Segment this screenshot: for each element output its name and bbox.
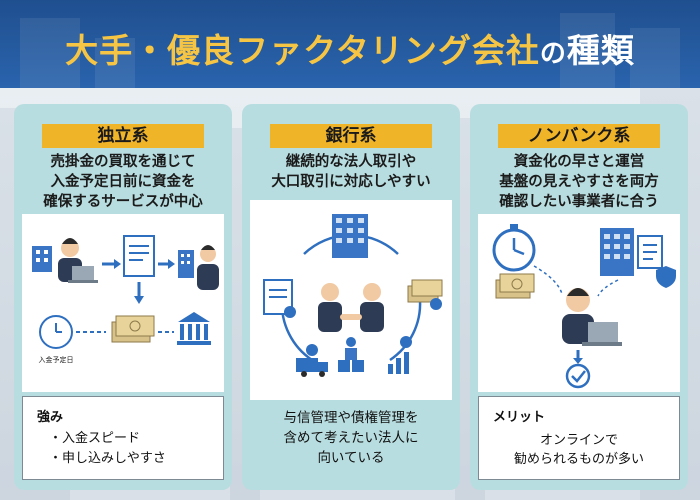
contract-icon	[263, 279, 296, 318]
staff-person-icon	[197, 245, 219, 290]
document-icon	[123, 235, 155, 277]
desc-line: 確認したい事業者に合う	[499, 194, 659, 210]
background-building	[560, 13, 615, 88]
card-description: 継続的な法人取引や 大口取引に対応しやすい	[248, 152, 454, 192]
card-description: 資金化の早さと運営 基盤の見えやすさを両方 確認したい事業者に合う	[476, 152, 682, 212]
check-circle-icon	[565, 363, 591, 389]
title-particle: の	[539, 39, 567, 69]
payment-date-label: 入金予定日	[39, 355, 74, 364]
card-bank: 銀行系 継続的な法人取引や 大口取引に対応しやすい	[242, 104, 460, 490]
desc-line: 資金化の早さと運営	[513, 154, 645, 170]
strengths-list: 入金スピード 申し込みしやすさ	[49, 429, 166, 469]
illustration-nonbank	[478, 214, 680, 392]
merits-text: オンラインで 勧められるものが多い	[479, 431, 679, 469]
background-building	[20, 18, 80, 88]
clock-icon	[39, 315, 73, 349]
thinking-person-icon	[562, 288, 594, 344]
shield-check-icon	[656, 266, 676, 288]
stopwatch-icon	[492, 224, 536, 272]
title-tail: 種類	[566, 31, 635, 70]
growth-chart-icon	[388, 336, 412, 374]
strengths-heading: 強み	[37, 410, 64, 425]
desc-line: 確保するサービスが中心	[43, 194, 203, 210]
money-stack-icon	[495, 273, 535, 299]
merit-line: オンラインで	[539, 433, 618, 448]
background-building	[630, 28, 680, 88]
card-title: 銀行系	[270, 124, 432, 148]
desc-line: 入金予定日前に資金を	[50, 174, 196, 190]
merits-heading: メリット	[493, 410, 546, 425]
desc-line: 大口取引に対応しやすい	[271, 174, 431, 190]
note-line: 与信管理や債権管理を	[283, 410, 419, 426]
card-description: 売掛金の買取を通じて 入金予定日前に資金を 確保するサービスが中心	[20, 152, 226, 212]
desc-line: 基盤の見えやすさを両方	[499, 174, 659, 190]
laptop-icon	[582, 322, 622, 346]
delivery-truck-icon	[296, 344, 328, 377]
illustration-independent: 入金予定日	[22, 214, 224, 392]
company-building-icon	[178, 250, 194, 278]
title-main: 大手・優良ファクタリング会社	[65, 31, 540, 70]
background-building	[95, 38, 135, 88]
money-stack-icon	[111, 315, 155, 343]
note-line: 含めて考えたい法人に	[283, 430, 419, 446]
desc-line: 売掛金の買取を通じて	[50, 154, 196, 170]
list-item: 入金スピード	[49, 429, 166, 449]
card-nonbank: ノンバンク系 資金化の早さと運営 基盤の見えやすさを両方 確認したい事業者に合う	[470, 104, 688, 490]
desc-line: 継続的な法人取引や	[285, 154, 417, 170]
illustration-bank	[250, 200, 452, 400]
company-building-icon	[600, 228, 634, 276]
building-icon	[32, 246, 52, 272]
merits-box: メリット オンラインで 勧められるものが多い	[478, 396, 680, 480]
handshake-icon	[318, 283, 384, 332]
person-icon	[58, 238, 82, 282]
laptop-icon	[68, 266, 98, 283]
money-stack-icon	[407, 279, 443, 310]
bank-building-icon	[332, 214, 368, 258]
header-banner: 大手・優良ファクタリング会社の種類	[0, 0, 700, 88]
card-title: 独立系	[42, 124, 204, 148]
card-title: ノンバンク系	[498, 124, 660, 148]
merit-line: 勧められるものが多い	[513, 452, 644, 467]
card-independent: 独立系 売掛金の買取を通じて 入金予定日前に資金を 確保するサービスが中心	[14, 104, 232, 490]
inventory-boxes-icon	[338, 337, 364, 372]
bank-note: 与信管理や債権管理を 含めて考えたい法人に 向いている	[242, 408, 460, 468]
page-title: 大手・優良ファクタリング会社の種類	[0, 24, 700, 72]
list-item: 申し込みしやすさ	[49, 449, 166, 469]
strengths-box: 強み 入金スピード 申し込みしやすさ	[22, 396, 224, 480]
note-line: 向いている	[317, 450, 385, 466]
bank-icon	[177, 312, 211, 345]
checklist-icon	[637, 235, 663, 269]
